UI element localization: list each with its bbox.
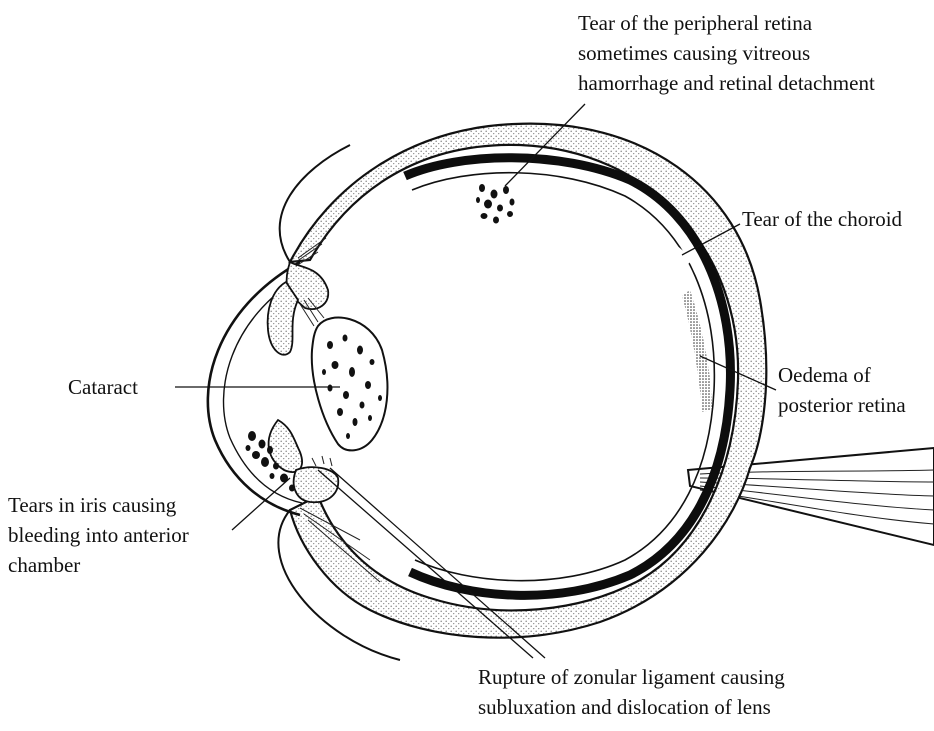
label-cataract: Cataract <box>68 372 138 402</box>
retina <box>412 173 714 581</box>
label-choroid-tear-line1: Tear of the choroid <box>742 204 902 234</box>
label-retina-tear: Tear of the peripheral retina sometimes … <box>578 8 875 98</box>
choroid <box>405 158 730 596</box>
retinal-tear-marks <box>476 184 515 224</box>
label-oedema-line1: Oedema of <box>778 360 906 390</box>
label-cataract-line1: Cataract <box>68 372 138 402</box>
label-retina-tear-line2: sometimes causing vitreous <box>578 38 875 68</box>
label-zonular-line2: subluxation and dislocation of lens <box>478 692 785 722</box>
label-oedema: Oedema of posterior retina <box>778 360 906 420</box>
label-retina-tear-line1: Tear of the peripheral retina <box>578 8 875 38</box>
label-zonular: Rupture of zonular ligament causing subl… <box>478 662 785 722</box>
label-retina-tear-line3: hamorrhage and retinal detachment <box>578 68 875 98</box>
label-oedema-line2: posterior retina <box>778 390 906 420</box>
label-iris-tears-line1: Tears in iris causing <box>8 490 189 520</box>
leader-iris-tears <box>232 478 290 530</box>
label-iris-tears-line3: chamber <box>8 550 189 580</box>
retinal-oedema <box>682 290 712 412</box>
label-iris-tears-line2: bleeding into anterior <box>8 520 189 550</box>
label-zonular-line1: Rupture of zonular ligament causing <box>478 662 785 692</box>
label-iris-tears: Tears in iris causing bleeding into ante… <box>8 490 189 580</box>
label-choroid-tear: Tear of the choroid <box>742 204 902 234</box>
cataract-lens <box>312 318 388 451</box>
